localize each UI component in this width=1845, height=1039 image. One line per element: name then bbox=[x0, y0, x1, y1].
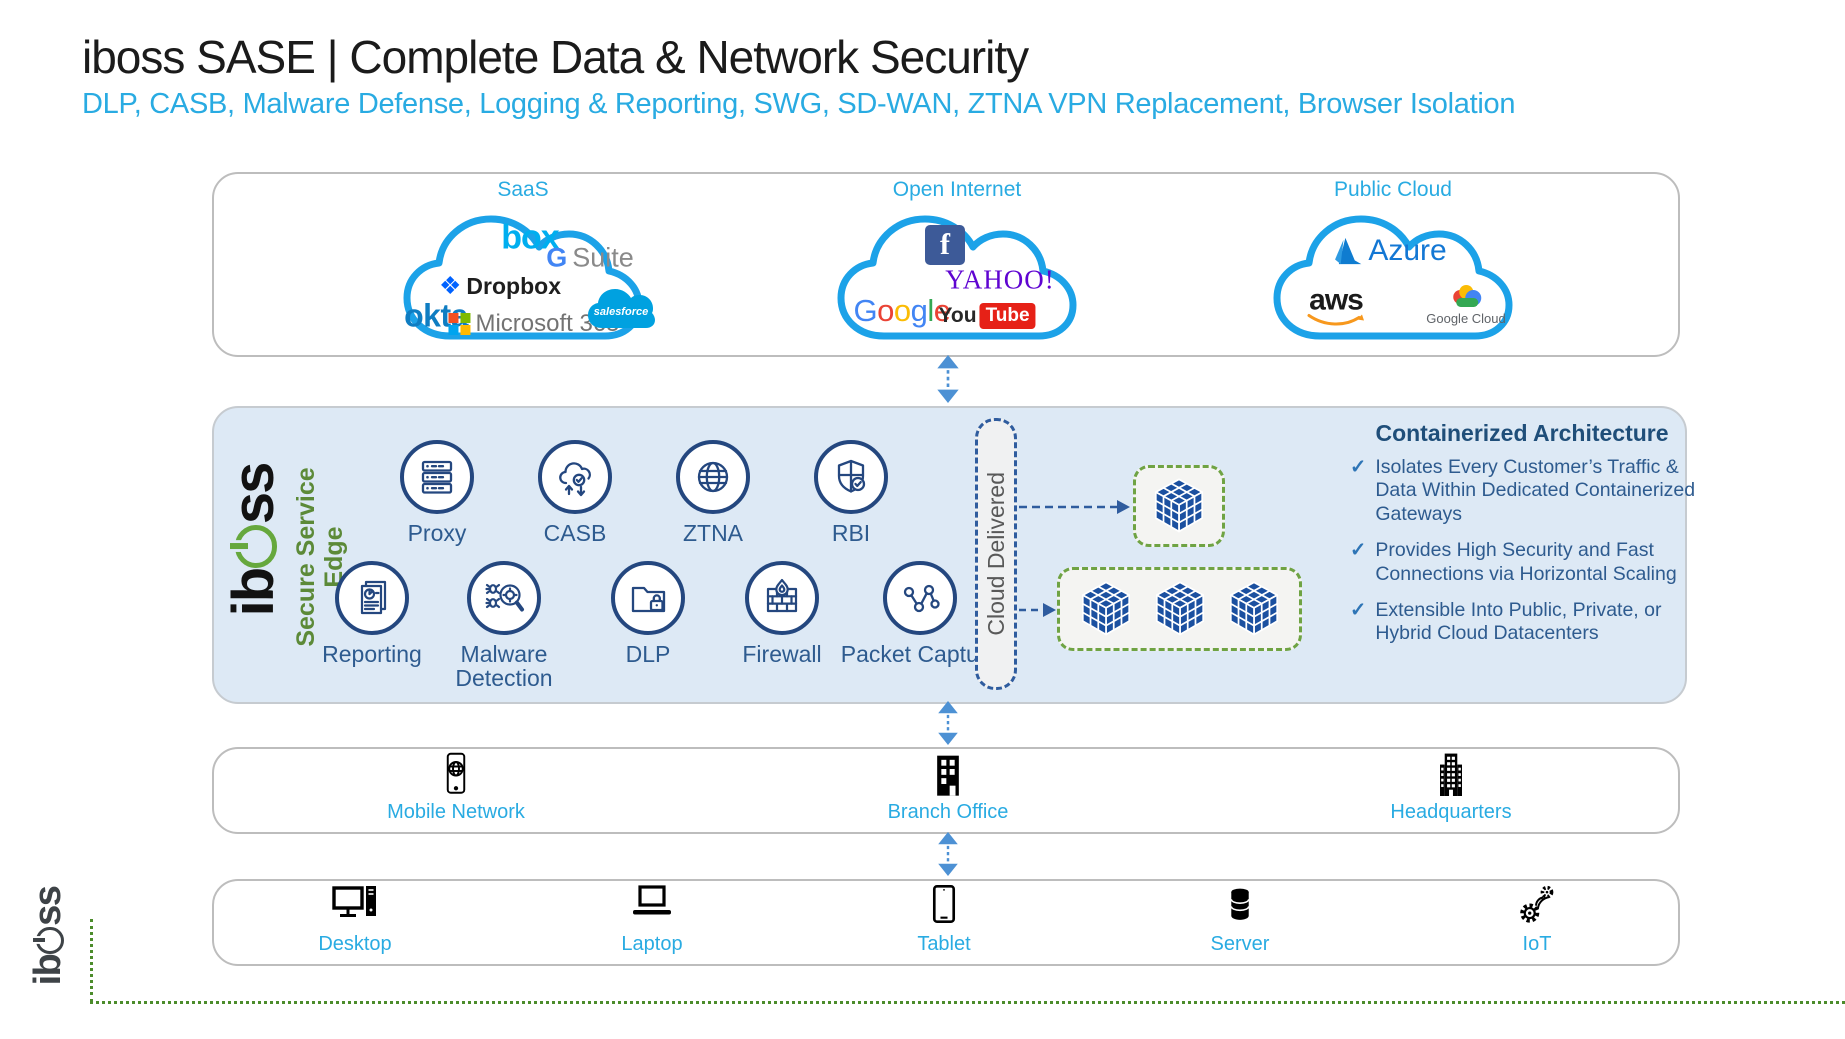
azure-logo: Azure bbox=[1329, 234, 1447, 268]
cube-icon bbox=[1150, 477, 1208, 535]
server-database-icon bbox=[1230, 888, 1250, 920]
aws-logo: aws bbox=[1307, 285, 1365, 328]
cloud-check-icon bbox=[538, 440, 612, 514]
service-rbi: RBI bbox=[771, 440, 931, 545]
headquarters-building-icon bbox=[1440, 753, 1462, 796]
device-server: Server bbox=[1160, 884, 1320, 956]
box-logo: box bbox=[501, 218, 559, 257]
microsoft-windows-icon bbox=[448, 313, 471, 335]
firewall-brick-flame-icon bbox=[745, 561, 819, 635]
device-tablet: Tablet bbox=[864, 884, 1024, 956]
globe-icon bbox=[676, 440, 750, 514]
folder-lock-icon bbox=[611, 561, 685, 635]
dropbox-icon: ❖ bbox=[439, 272, 462, 300]
mobile-phone-globe-icon bbox=[446, 752, 466, 794]
service-casb: CASB bbox=[495, 440, 655, 545]
salesforce-logo: salesforce bbox=[586, 286, 656, 334]
power-o-icon bbox=[36, 926, 64, 954]
service-reporting: Reporting bbox=[292, 561, 452, 666]
device-laptop: Laptop bbox=[572, 884, 732, 956]
open-internet-label: Open Internet bbox=[892, 178, 1022, 201]
architecture-bullet: ✓ Provides High Security and Fast Connec… bbox=[1350, 539, 1677, 585]
facebook-logo: f bbox=[925, 225, 965, 265]
iot-gears-signal-icon bbox=[1520, 885, 1554, 923]
network-nodes-icon bbox=[883, 561, 957, 635]
public-cloud-group: Public Cloud Azure aws Google Cloud bbox=[1248, 178, 1538, 348]
cube-icon bbox=[1225, 580, 1283, 638]
google-cloud-logo: Google Cloud bbox=[1426, 284, 1506, 326]
azure-icon bbox=[1335, 237, 1362, 265]
saas-label: SaaS bbox=[497, 178, 549, 201]
dotted-line-horizontal bbox=[90, 1001, 1845, 1004]
dotted-line-vertical bbox=[90, 919, 93, 1002]
cube-icon bbox=[1077, 580, 1135, 638]
dropbox-logo: ❖ Dropbox bbox=[439, 272, 561, 300]
yahoo-logo: YAHOO! bbox=[945, 264, 1055, 295]
salesforce-cloud-icon: salesforce bbox=[586, 286, 656, 334]
container-gateway-cluster bbox=[1057, 567, 1302, 651]
page-subtitle: DLP, CASB, Malware Defense, Logging & Re… bbox=[82, 88, 1516, 120]
facebook-f-icon: f bbox=[925, 225, 965, 265]
aws-smile-icon bbox=[1307, 314, 1364, 326]
location-mobile-network: Mobile Network bbox=[356, 752, 556, 824]
malware-magnifier-icon bbox=[467, 561, 541, 635]
dashed-arrow-right-icon bbox=[1019, 500, 1130, 514]
page-title: iboss SASE | Complete Data & Network Sec… bbox=[82, 31, 1029, 83]
service-ztna: ZTNA bbox=[633, 440, 793, 545]
container-gateway-single bbox=[1133, 465, 1225, 547]
location-headquarters: Headquarters bbox=[1351, 752, 1551, 824]
service-firewall: Firewall bbox=[702, 561, 862, 666]
dashed-arrow-right-icon bbox=[1019, 603, 1056, 617]
service-malware-detection: Malware Detection bbox=[424, 561, 584, 690]
service-packet-capture: Packet Capture bbox=[840, 561, 1000, 666]
updown-arrow-icon bbox=[935, 701, 961, 745]
cube-icon bbox=[1151, 580, 1209, 638]
updown-arrow-icon bbox=[935, 832, 961, 876]
device-iot: IoT bbox=[1457, 884, 1617, 956]
service-proxy: Proxy bbox=[357, 440, 517, 545]
check-icon: ✓ bbox=[1350, 539, 1367, 562]
check-icon: ✓ bbox=[1350, 456, 1367, 478]
google-cloud-icon bbox=[1453, 285, 1481, 307]
power-o-icon bbox=[234, 525, 278, 568]
location-branch-office: Branch Office bbox=[848, 752, 1048, 824]
public-cloud-label: Public Cloud bbox=[1334, 178, 1452, 201]
updown-arrow-icon bbox=[935, 355, 961, 403]
cloud-delivered-column: Cloud Delivered bbox=[975, 418, 1017, 690]
report-document-icon bbox=[335, 561, 409, 635]
desktop-computer-icon bbox=[332, 886, 376, 917]
laptop-icon bbox=[633, 885, 671, 915]
device-desktop: Desktop bbox=[275, 884, 435, 956]
check-icon: ✓ bbox=[1350, 598, 1367, 621]
architecture-bullets: ✓ Isolates Every Customer’s Traffic & Da… bbox=[1350, 456, 1698, 659]
shield-check-icon bbox=[814, 440, 888, 514]
tablet-icon bbox=[932, 885, 956, 923]
architecture-title: Containerized Architecture bbox=[1375, 420, 1669, 446]
architecture-bullet: ✓ Extensible Into Public, Private, or Hy… bbox=[1350, 598, 1662, 645]
service-dlp: DLP bbox=[568, 561, 728, 666]
proxy-servers-icon bbox=[400, 440, 474, 514]
office-building-icon bbox=[937, 755, 959, 796]
architecture-bullet: ✓ Isolates Every Customer’s Traffic & Da… bbox=[1350, 456, 1696, 525]
